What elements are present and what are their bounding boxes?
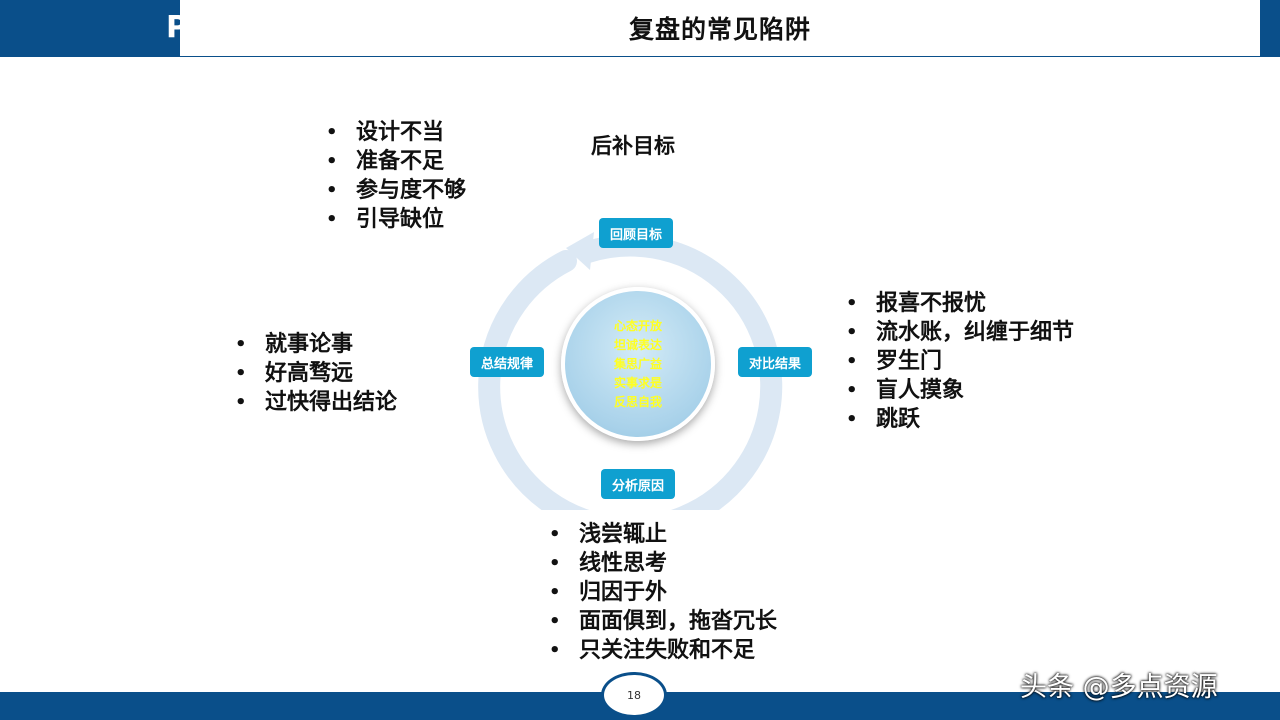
list-item: 面面俱到，拖沓冗长 — [549, 607, 777, 636]
cycle-arrow-head — [566, 232, 594, 270]
list-item: 线性思考 — [549, 549, 777, 578]
top-label: 后补目标 — [591, 134, 675, 158]
list-item: 参与度不够 — [326, 176, 466, 205]
list-item: 盲人摸象 — [846, 376, 1074, 405]
list-item: 过快得出结论 — [235, 388, 397, 417]
bullet-list-right: 报喜不报忧 流水账，纠缠于细节 罗生门 盲人摸象 跳跃 — [846, 289, 1074, 434]
list-item: 流水账，纠缠于细节 — [846, 318, 1074, 347]
node-compare-results: 对比结果 — [738, 347, 812, 377]
center-line: 反思自我 — [613, 394, 662, 409]
list-item: 只关注失败和不足 — [549, 636, 777, 665]
list-item: 报喜不报忧 — [846, 289, 1074, 318]
list-item: 准备不足 — [326, 147, 466, 176]
list-item: 引导缺位 — [326, 205, 466, 234]
list-item: 就事论事 — [235, 330, 397, 359]
page-number: 18 — [601, 672, 667, 718]
slide-title: 复盘的常见陷阱 — [628, 15, 811, 44]
node-review-goal: 回顾目标 — [599, 218, 673, 248]
center-line: 集思广益 — [613, 356, 662, 371]
center-line: 坦诚表达 — [613, 337, 662, 352]
list-item: 罗生门 — [846, 347, 1074, 376]
bullet-list-top-left: 设计不当 准备不足 参与度不够 引导缺位 — [326, 118, 466, 234]
cycle-diagram: 心态开放 坦诚表达 集思广益 实事求是 反思自我 回顾目标 对比结果 分析原因 … — [470, 210, 812, 510]
list-item: 归因于外 — [549, 578, 777, 607]
bullet-list-bottom: 浅尝辄止 线性思考 归因于外 面面俱到，拖沓冗长 只关注失败和不足 — [549, 520, 777, 665]
center-line: 心态开放 — [613, 318, 662, 333]
list-item: 浅尝辄止 — [549, 520, 777, 549]
center-line: 实事求是 — [613, 375, 662, 390]
list-item: 跳跃 — [846, 405, 1074, 434]
list-item: 设计不当 — [326, 118, 466, 147]
bullet-list-left: 就事论事 好高骛远 过快得出结论 — [235, 330, 397, 417]
node-analyze-causes: 分析原因 — [601, 469, 675, 499]
title-panel: 复盘的常见陷阱 — [180, 0, 1260, 56]
watermark: 头条 @多点资源 — [1020, 672, 1218, 703]
center-disc: 心态开放 坦诚表达 集思广益 实事求是 反思自我 — [561, 287, 715, 441]
list-item: 好高骛远 — [235, 359, 397, 388]
node-summarize-patterns: 总结规律 — [470, 347, 544, 377]
